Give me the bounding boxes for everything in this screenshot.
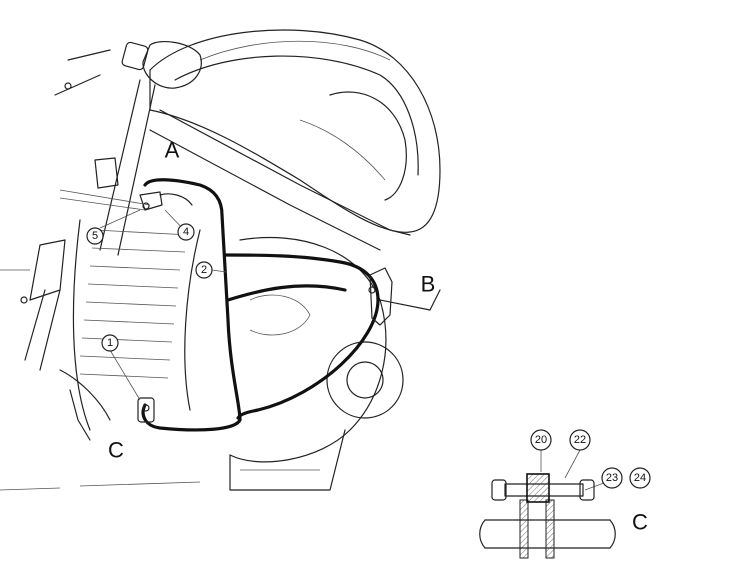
callout-1: 1 [101, 334, 119, 352]
svg-text:4: 4 [183, 226, 189, 238]
callout-24: 24 [629, 467, 651, 489]
label-c-main: C [108, 438, 124, 463]
label-a: A [165, 138, 180, 163]
callout-5: 5 [86, 227, 104, 245]
callout-2: 2 [195, 261, 213, 279]
svg-text:20: 20 [535, 434, 547, 446]
callout-4: 4 [177, 223, 195, 241]
svg-text:23: 23 [606, 472, 618, 484]
detail-c-section [479, 473, 616, 559]
clamp-c [137, 397, 155, 423]
leader-lines [59, 189, 613, 491]
svg-text:24: 24 [634, 472, 646, 484]
svg-text:5: 5 [92, 230, 98, 242]
svg-text:1: 1 [107, 337, 113, 349]
svg-text:22: 22 [574, 434, 586, 446]
crash-bar [137, 178, 393, 432]
mount-plate-b [369, 267, 393, 326]
motorcycle-outline [0, 29, 441, 491]
callout-22: 22 [569, 429, 591, 451]
label-c-detail: C [632, 510, 648, 535]
turn-signal-shape [142, 41, 202, 89]
callout-20: 20 [530, 429, 552, 451]
svg-text:2: 2 [201, 264, 207, 276]
callout-23: 23 [601, 467, 623, 489]
engine-fins [79, 229, 191, 379]
label-b: B [421, 272, 436, 297]
